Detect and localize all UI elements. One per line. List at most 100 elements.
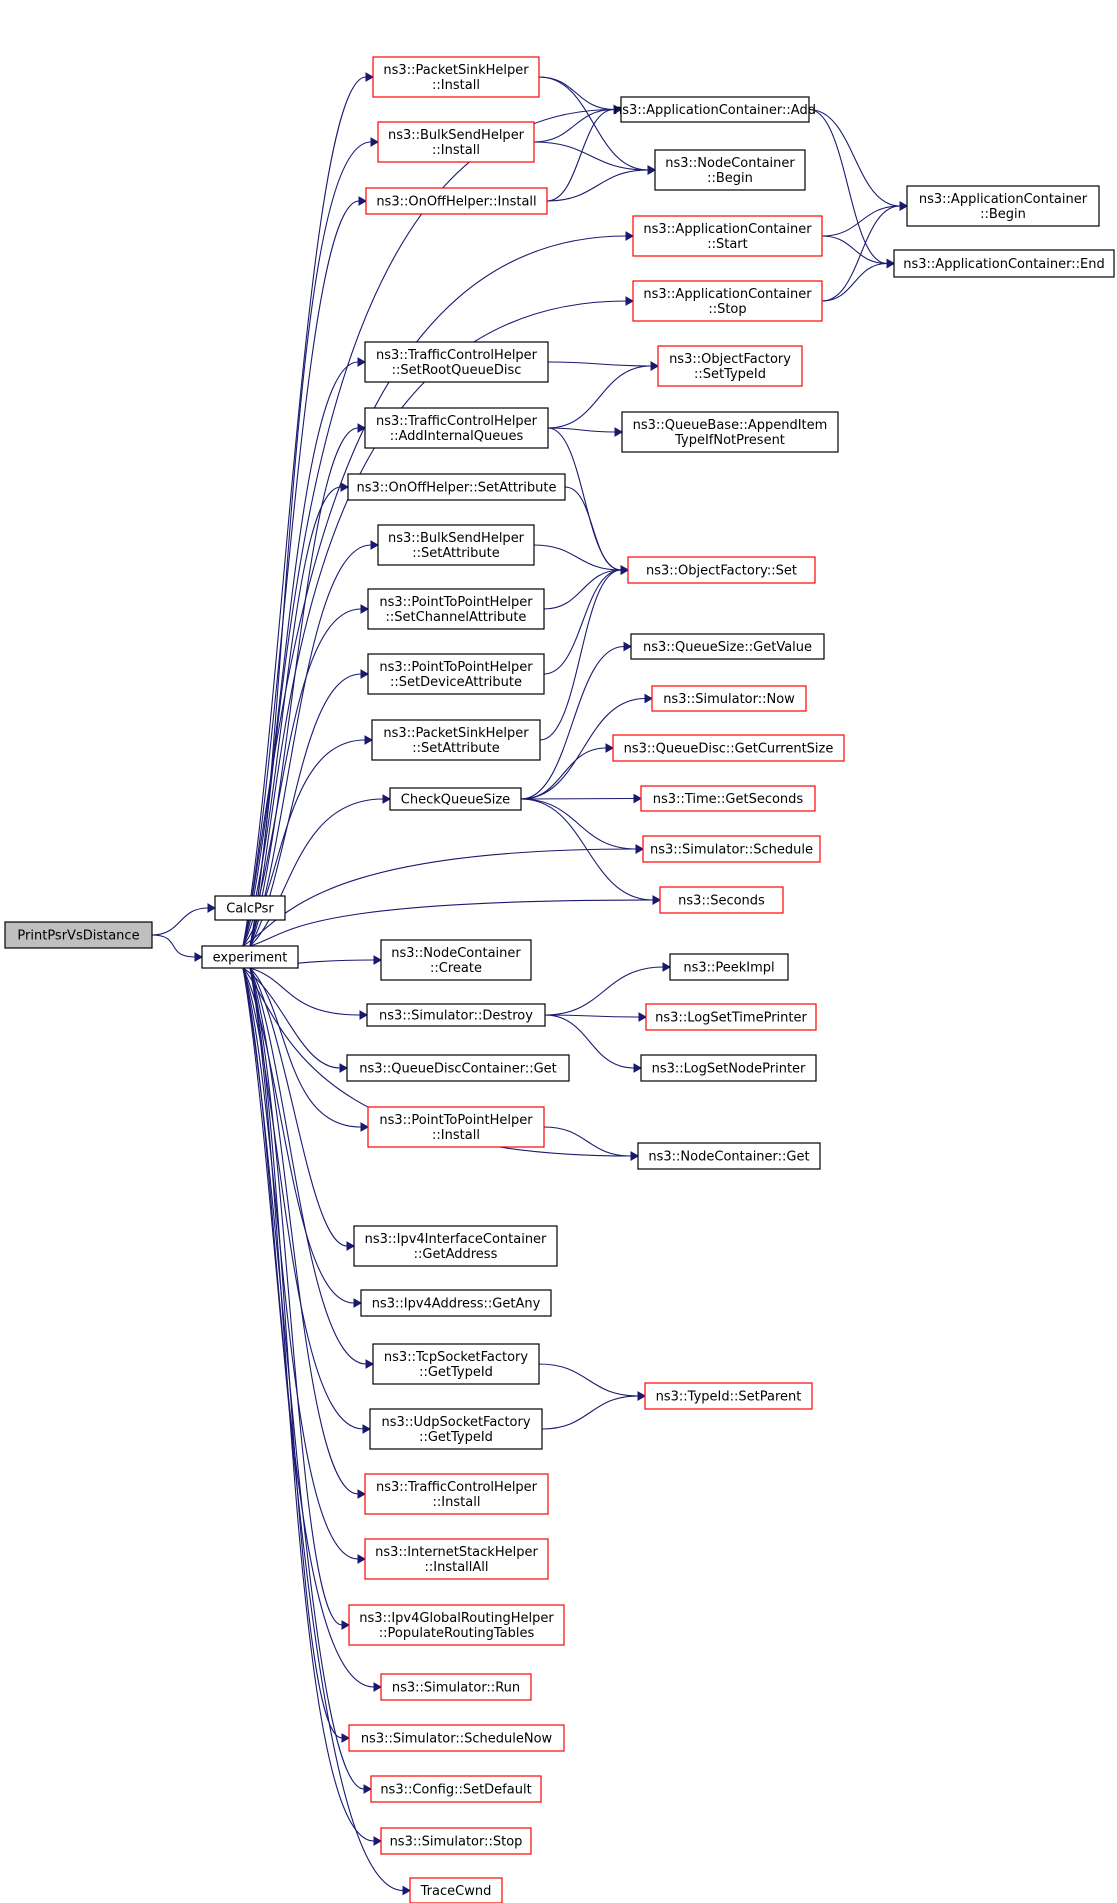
node-checkqueuesize[interactable]: CheckQueueSize — [389, 787, 522, 811]
node-box[interactable] — [346, 1054, 570, 1082]
node-box[interactable] — [654, 149, 806, 191]
node-box[interactable] — [389, 787, 522, 811]
node-p2p-setdevice[interactable]: ns3::PointToPointHelper::SetDeviceAttrib… — [367, 653, 545, 695]
node-box[interactable] — [620, 96, 810, 123]
node-tracecwnd[interactable]: TraceCwnd — [409, 1877, 503, 1903]
node-ipv4addr-getany[interactable]: ns3::Ipv4Address::GetAny — [360, 1289, 552, 1317]
node-box[interactable] — [347, 473, 566, 501]
node-udpsf-gettypeid[interactable]: ns3::UdpSocketFactory::GetTypeId — [369, 1408, 543, 1450]
node-tch-install[interactable]: ns3::TrafficControlHelper::Install — [364, 1473, 549, 1515]
node-logsettime[interactable]: ns3::LogSetTimePrinter — [645, 1003, 817, 1031]
node-box[interactable] — [659, 886, 784, 914]
node-objf-set[interactable]: ns3::ObjectFactory::Set — [627, 556, 816, 584]
node-seconds[interactable]: ns3::Seconds — [659, 886, 784, 914]
node-box[interactable] — [353, 1225, 558, 1267]
node-bsh-setattr[interactable]: ns3::BulkSendHelper::SetAttribute — [377, 524, 535, 566]
node-qb-append[interactable]: ns3::QueueBase::AppendItemTypeIfNotPrese… — [621, 411, 839, 453]
node-peekimpl[interactable]: ns3::PeekImpl — [669, 953, 789, 981]
node-ish-installall[interactable]: ns3::InternetStackHelper::InstallAll — [364, 1538, 549, 1580]
node-box[interactable] — [409, 1877, 503, 1903]
node-box[interactable] — [365, 187, 548, 215]
node-box[interactable] — [367, 588, 545, 630]
node-box[interactable] — [640, 1054, 817, 1082]
node-experiment[interactable]: experiment — [201, 945, 299, 969]
node-box[interactable] — [367, 653, 545, 695]
node-box[interactable] — [371, 719, 541, 761]
node-ipv4ic-getaddr[interactable]: ns3::Ipv4InterfaceContainer::GetAddress — [353, 1225, 558, 1267]
node-psh-setattr[interactable]: ns3::PacketSinkHelper::SetAttribute — [371, 719, 541, 761]
node-box[interactable] — [360, 1289, 552, 1317]
node-box[interactable] — [214, 895, 286, 921]
node-box[interactable] — [366, 1003, 546, 1027]
node-box[interactable] — [364, 407, 549, 449]
node-nodec-get[interactable]: ns3::NodeContainer::Get — [637, 1142, 821, 1170]
node-onoff-install[interactable]: ns3::OnOffHelper::Install — [365, 187, 548, 215]
node-box[interactable] — [651, 685, 807, 712]
node-box[interactable] — [372, 56, 540, 98]
node-box[interactable] — [364, 1473, 549, 1515]
node-box[interactable] — [380, 939, 532, 981]
node-box[interactable] — [669, 953, 789, 981]
node-tch-setroot[interactable]: ns3::TrafficControlHelper::SetRootQueueD… — [364, 341, 549, 383]
node-box[interactable] — [377, 121, 535, 163]
node-appc-stop[interactable]: ns3::ApplicationContainer::Stop — [632, 280, 823, 322]
node-sim-stop[interactable]: ns3::Simulator::Stop — [380, 1827, 532, 1855]
node-box[interactable] — [637, 1142, 821, 1170]
node-qs-getvalue[interactable]: ns3::QueueSize::GetValue — [630, 633, 825, 660]
node-nodec-begin[interactable]: ns3::NodeContainer::Begin — [654, 149, 806, 191]
node-box[interactable] — [367, 1106, 545, 1148]
node-appc-begin[interactable]: ns3::ApplicationContainer::Begin — [906, 185, 1100, 227]
node-appc-end[interactable]: ns3::ApplicationContainer::End — [893, 249, 1115, 278]
node-box[interactable] — [906, 185, 1100, 227]
node-nodec-create[interactable]: ns3::NodeContainer::Create — [380, 939, 532, 981]
node-sim-run[interactable]: ns3::Simulator::Run — [380, 1673, 532, 1701]
node-box[interactable] — [630, 633, 825, 660]
node-box[interactable] — [893, 249, 1115, 278]
node-box[interactable] — [201, 945, 299, 969]
node-appc-start[interactable]: ns3::ApplicationContainer::Start — [632, 215, 823, 257]
node-psh-install[interactable]: ns3::PacketSinkHelper::Install — [372, 56, 540, 98]
node-box[interactable] — [370, 1775, 542, 1803]
node-box[interactable] — [645, 1003, 817, 1031]
node-logsetnode[interactable]: ns3::LogSetNodePrinter — [640, 1054, 817, 1082]
node-sim-destroy[interactable]: ns3::Simulator::Destroy — [366, 1003, 546, 1027]
node-box[interactable] — [369, 1408, 543, 1450]
node-box[interactable] — [380, 1673, 532, 1701]
node-bsh-install[interactable]: ns3::BulkSendHelper::Install — [377, 121, 535, 163]
node-box[interactable] — [348, 1604, 565, 1646]
node-sim-schedulenow[interactable]: ns3::Simulator::ScheduleNow — [348, 1724, 565, 1752]
node-box[interactable] — [364, 1538, 549, 1580]
node-box[interactable] — [621, 411, 839, 453]
node-p2p-install[interactable]: ns3::PointToPointHelper::Install — [367, 1106, 545, 1148]
node-config-setdefault[interactable]: ns3::Config::SetDefault — [370, 1775, 542, 1803]
node-ipv4grh-populate[interactable]: ns3::Ipv4GlobalRoutingHelper::PopulateRo… — [348, 1604, 565, 1646]
node-appc-add[interactable]: ns3::ApplicationContainer::Add — [614, 96, 816, 123]
node-box[interactable] — [632, 215, 823, 257]
node-time-getseconds[interactable]: ns3::Time::GetSeconds — [640, 785, 816, 812]
node-box[interactable] — [640, 785, 816, 812]
node-p2p-setchannel[interactable]: ns3::PointToPointHelper::SetChannelAttri… — [367, 588, 545, 630]
node-box[interactable] — [627, 556, 816, 584]
node-box[interactable] — [657, 345, 803, 387]
node-sim-now[interactable]: ns3::Simulator::Now — [651, 685, 807, 712]
node-objf-settypeid[interactable]: ns3::ObjectFactory::SetTypeId — [657, 345, 803, 387]
node-qd-getcursize[interactable]: ns3::QueueDisc::GetCurrentSize — [612, 734, 845, 762]
node-box[interactable] — [380, 1827, 532, 1855]
node-sim-schedule[interactable]: ns3::Simulator::Schedule — [642, 835, 821, 863]
node-tcpsf-gettypeid[interactable]: ns3::TcpSocketFactory::GetTypeId — [372, 1343, 540, 1385]
node-box[interactable] — [377, 524, 535, 566]
node-box[interactable] — [644, 1382, 813, 1410]
node-onoff-setattr[interactable]: ns3::OnOffHelper::SetAttribute — [347, 473, 566, 501]
node-qdc-get[interactable]: ns3::QueueDiscContainer::Get — [346, 1054, 570, 1082]
node-box[interactable] — [372, 1343, 540, 1385]
node-label: CheckQueueSize — [401, 793, 510, 808]
node-box[interactable] — [632, 280, 823, 322]
node-box[interactable] — [612, 734, 845, 762]
node-tch-addinternal[interactable]: ns3::TrafficControlHelper::AddInternalQu… — [364, 407, 549, 449]
node-box[interactable] — [348, 1724, 565, 1752]
call-edge — [544, 1012, 648, 1022]
node-calcpsr[interactable]: CalcPsr — [214, 895, 286, 921]
node-box[interactable] — [642, 835, 821, 863]
node-box[interactable] — [364, 341, 549, 383]
node-typeid-setparent[interactable]: ns3::TypeId::SetParent — [644, 1382, 813, 1410]
